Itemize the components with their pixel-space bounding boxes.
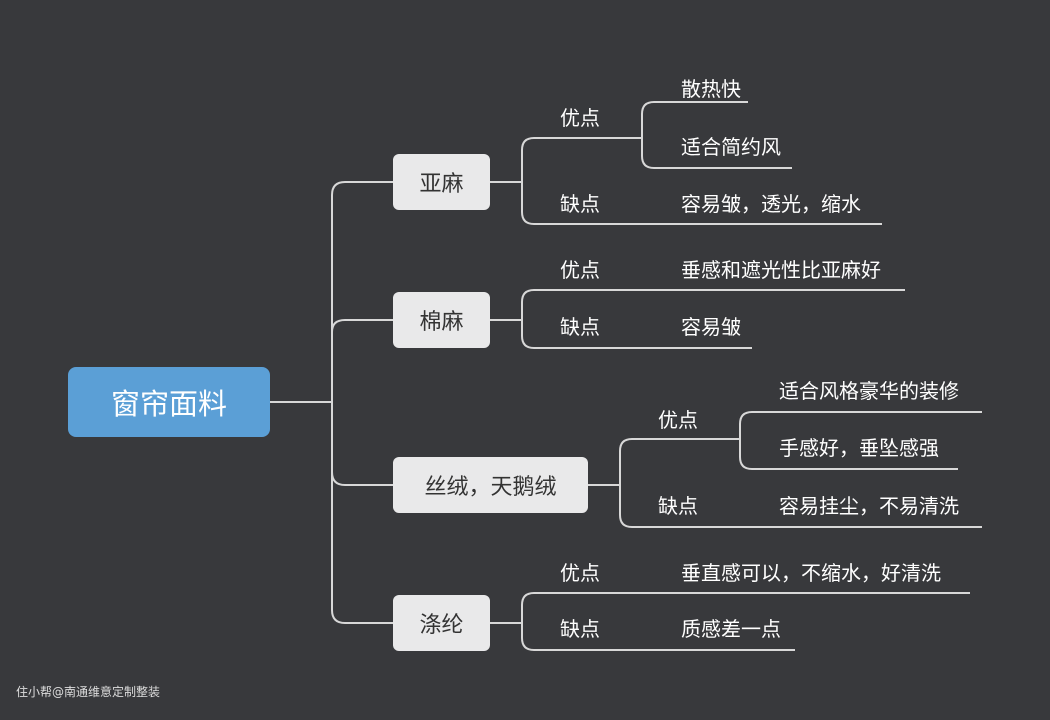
velvet-pro-2-line (739, 439, 958, 470)
velvet-pro-1[interactable]: 适合风格豪华的装修 (779, 379, 959, 403)
root-node[interactable]: 窗帘面料 (68, 367, 270, 437)
linen-pro-1-line (641, 101, 748, 138)
velvet-pro-1-line (739, 411, 982, 439)
velvet-cons-label[interactable]: 缺点 (658, 494, 698, 518)
polyester-cons-line (521, 623, 795, 651)
cotton-linen-pros-label[interactable]: 优点 (560, 258, 600, 282)
cotton-linen-cons-label[interactable]: 缺点 (560, 315, 600, 339)
trunk-to-velvet (331, 402, 393, 486)
node-velvet[interactable]: 丝绒，天鹅绒 (393, 457, 588, 513)
velvet-cons-line (619, 485, 982, 528)
linen-pros-line (521, 137, 642, 182)
velvet-pros-line (619, 438, 740, 485)
polyester-pros-label[interactable]: 优点 (560, 561, 600, 585)
node-polyester[interactable]: 涤纶 (393, 595, 490, 651)
trunk-to-polyester (331, 402, 393, 624)
velvet-pro-2[interactable]: 手感好，垂坠感强 (779, 436, 939, 460)
linen-pro-2-line (641, 138, 792, 169)
linen-pro-2[interactable]: 适合简约风 (681, 135, 781, 159)
cotton-linen-con-1[interactable]: 容易皱 (681, 315, 741, 339)
linen-pro-1[interactable]: 散热快 (681, 77, 741, 101)
polyester-con-1[interactable]: 质感差一点 (681, 617, 781, 641)
cotton-linen-pros-line (521, 289, 905, 320)
trunk-to-cotton-linen (331, 319, 393, 402)
node-velvet-label: 丝绒，天鹅绒 (424, 475, 557, 500)
node-cotton-linen[interactable]: 棉麻 (393, 292, 490, 348)
polyester-pros-line (521, 592, 970, 623)
cotton-linen-pro-1[interactable]: 垂感和遮光性比亚麻好 (681, 258, 881, 282)
node-polyester-label: 涤纶 (419, 613, 464, 638)
linen-cons-label[interactable]: 缺点 (560, 192, 600, 216)
polyester-pro-1[interactable]: 垂直感可以，不缩水，好清洗 (681, 561, 941, 585)
watermark-text: 住小帮@南通维意定制整装 (16, 685, 161, 699)
node-linen-label: 亚麻 (419, 172, 464, 197)
linen-con-1[interactable]: 容易皱，透光，缩水 (681, 192, 861, 216)
node-cotton-linen-label: 棉麻 (419, 310, 464, 335)
linen-cons-line (521, 182, 882, 225)
node-linen[interactable]: 亚麻 (393, 154, 490, 210)
velvet-con-1[interactable]: 容易挂尘，不易清洗 (779, 494, 959, 518)
trunk-to-linen (331, 181, 393, 402)
velvet-pros-label[interactable]: 优点 (658, 408, 698, 432)
cotton-linen-cons-line (521, 320, 752, 349)
root-label: 窗帘面料 (110, 387, 227, 421)
linen-pros-label[interactable]: 优点 (560, 106, 600, 130)
polyester-cons-label[interactable]: 缺点 (560, 617, 600, 641)
